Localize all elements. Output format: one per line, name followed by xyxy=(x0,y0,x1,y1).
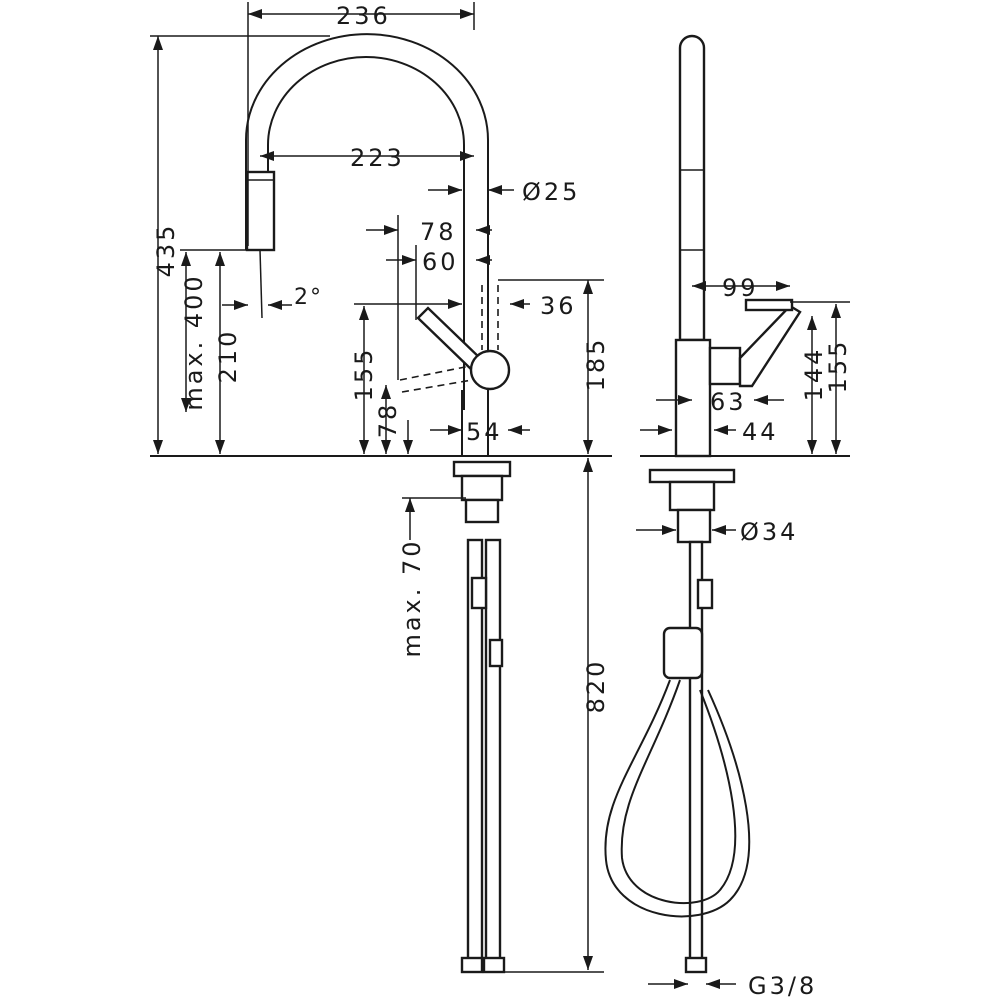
dim-54: 54 xyxy=(466,418,503,446)
dim-44: 44 xyxy=(742,418,779,446)
dim-99: 99 xyxy=(722,274,759,302)
side-dimensions xyxy=(636,281,850,989)
side-hose-fitting xyxy=(684,956,708,974)
dim-60: 60 xyxy=(422,248,459,276)
side-hose-loop xyxy=(604,679,751,918)
dim-210: 210 xyxy=(214,329,242,384)
dim-155-side: 155 xyxy=(824,339,852,394)
dim-63: 63 xyxy=(710,388,747,416)
dim-144: 144 xyxy=(800,347,828,402)
dim-diameter-25: Ø25 xyxy=(522,178,580,206)
handle-up-position xyxy=(481,285,499,350)
dim-78-width: 78 xyxy=(420,218,457,246)
side-handle-block xyxy=(708,346,742,386)
side-spout xyxy=(678,34,706,342)
dimension-labels: 236 223 Ø25 78 60 2° 36 54 99 63 44 Ø34 … xyxy=(152,2,852,1000)
mount-nut xyxy=(460,474,504,502)
side-handle-lever xyxy=(738,304,802,388)
dim-185: 185 xyxy=(582,337,610,392)
spout-inner xyxy=(267,56,465,410)
side-mount-stud xyxy=(676,508,712,544)
side-hose-clip xyxy=(696,578,714,610)
dim-diameter-34: Ø34 xyxy=(740,518,798,546)
front-dimensions xyxy=(150,2,604,973)
hose-clip-right xyxy=(488,638,504,668)
mount-stud xyxy=(464,498,500,524)
mount-plate xyxy=(452,460,512,478)
dim-155-front: 155 xyxy=(350,347,378,402)
dim-820: 820 xyxy=(582,659,610,714)
side-view xyxy=(604,34,850,974)
dim-78-height: 78 xyxy=(374,402,402,439)
dim-g38: G3/8 xyxy=(748,972,817,1000)
hose-fitting-left xyxy=(460,956,484,974)
side-weight xyxy=(662,626,704,680)
spout-outer xyxy=(245,33,489,410)
handle-open-position xyxy=(399,365,473,393)
dim-max-400: max. 400 xyxy=(180,273,208,410)
hose-fitting-right xyxy=(482,956,506,974)
front-view xyxy=(150,33,612,974)
side-hose-loop-inner xyxy=(620,679,737,905)
side-mount-plate xyxy=(648,468,736,484)
hose-right xyxy=(484,538,502,962)
dim-435: 435 xyxy=(152,223,180,278)
dim-36: 36 xyxy=(540,292,577,320)
dim-236: 236 xyxy=(336,2,391,30)
dim-angle-2: 2° xyxy=(294,285,323,310)
dim-max-70: max. 70 xyxy=(398,538,426,657)
side-mount-nut xyxy=(668,480,716,512)
hose-clip-left xyxy=(470,576,488,610)
dim-223: 223 xyxy=(350,144,405,172)
handle-knob xyxy=(469,349,511,391)
spray-head xyxy=(245,170,276,252)
side-handle-top xyxy=(744,298,794,312)
